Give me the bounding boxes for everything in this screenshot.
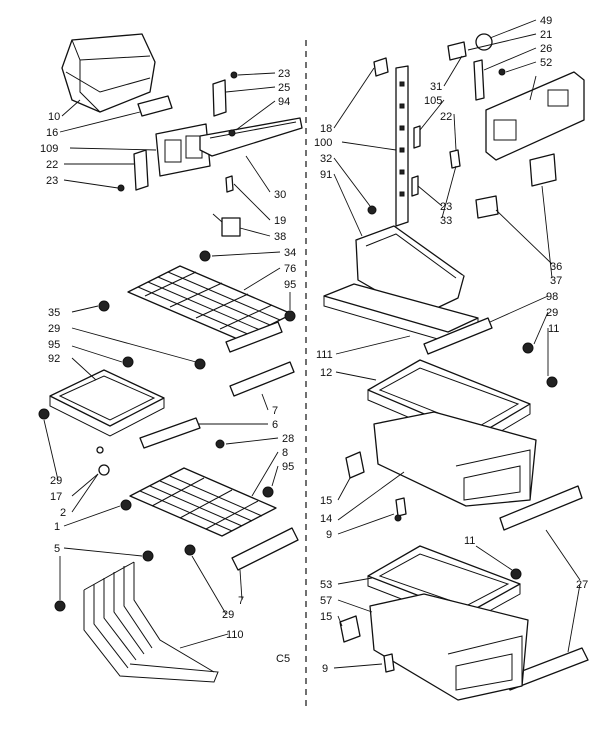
part-top-bracket	[212, 71, 238, 117]
callout-5: 5	[54, 543, 60, 555]
callout-6: 6	[272, 419, 278, 431]
part-crisper-drawer-upper	[373, 411, 537, 507]
callout-25: 25	[278, 82, 290, 94]
callout-52: 52	[540, 57, 552, 69]
part-tray-trim	[423, 317, 493, 355]
callout-1: 1	[54, 521, 60, 533]
callout-29: 29	[222, 609, 234, 621]
part-hinge-bracket-left	[117, 149, 149, 192]
callout-29: 29	[546, 307, 558, 319]
callout-49: 49	[540, 15, 552, 27]
part-glass-shelf	[49, 369, 165, 437]
part-drawer-hardware-lower	[339, 615, 395, 673]
part-drawer-trims	[499, 485, 589, 691]
callout-95: 95	[284, 279, 296, 291]
callout-92: 92	[48, 353, 60, 365]
drawing-code: C5	[276, 653, 290, 665]
callout-53: 53	[320, 579, 332, 591]
callout-27: 27	[576, 579, 588, 591]
callout-31: 31	[430, 81, 442, 93]
callout-7: 7	[272, 405, 278, 417]
callout-34: 34	[284, 247, 296, 259]
callout-22: 22	[440, 111, 452, 123]
callout-37: 37	[550, 275, 562, 287]
callout-100: 100	[314, 137, 332, 149]
part-clips-left-top	[98, 250, 296, 370]
callout-38: 38	[274, 231, 286, 243]
callout-95: 95	[48, 339, 60, 351]
leader-lines	[43, 19, 581, 669]
callout-16: 16	[46, 127, 58, 139]
callout-labels-right: 49 21 26 52 31 105 22 18 100 32 91 23 33…	[314, 15, 588, 675]
part-shelf-trims-left	[139, 321, 295, 449]
callout-35: 35	[48, 307, 60, 319]
callout-15: 15	[320, 495, 332, 507]
part-small-clips-right	[367, 125, 461, 215]
callout-8: 8	[282, 447, 288, 459]
callout-94: 94	[278, 96, 290, 108]
part-wire-shelf-lower	[129, 467, 277, 537]
callout-15: 15	[320, 611, 332, 623]
callout-22: 22	[46, 159, 58, 171]
callout-7: 7	[238, 595, 244, 607]
callout-33: 33	[440, 215, 452, 227]
part-wire-basket	[83, 561, 219, 683]
callout-11: 11	[464, 535, 475, 547]
callout-14: 14	[320, 513, 332, 525]
part-vertical-rail	[373, 57, 409, 227]
callout-29: 29	[48, 323, 60, 335]
callout-32: 32	[320, 153, 332, 165]
callout-9: 9	[322, 663, 328, 675]
callout-23: 23	[46, 175, 58, 187]
part-small-hardware-left	[38, 408, 225, 476]
callout-105: 105	[424, 95, 442, 107]
callout-2: 2	[60, 507, 66, 519]
callout-110: 110	[226, 629, 244, 641]
callout-23: 23	[278, 68, 290, 80]
part-upper-rail	[199, 117, 303, 157]
part-crisper-drawer-lower	[369, 593, 529, 701]
callout-111: 111	[316, 349, 333, 361]
callout-10: 10	[48, 111, 60, 123]
part-lamp-assembly	[447, 33, 506, 101]
part-mount-plate	[212, 175, 241, 237]
callout-26: 26	[540, 43, 552, 55]
callout-21: 21	[540, 29, 552, 41]
callout-29: 29	[50, 475, 62, 487]
callout-12: 12	[320, 367, 332, 379]
part-control-housing	[485, 71, 585, 161]
callout-9: 9	[326, 529, 332, 541]
callout-91: 91	[320, 169, 332, 181]
part-meat-tray	[355, 225, 465, 317]
callout-17: 17	[50, 491, 62, 503]
part-clips-right-top	[522, 342, 558, 388]
part-drawer-hardware-upper	[345, 451, 407, 522]
part-bin-clip	[137, 95, 173, 117]
callout-109: 109	[40, 143, 58, 155]
callout-19: 19	[274, 215, 286, 227]
part-cover-plates	[475, 153, 557, 219]
part-clip-right-bottom	[510, 568, 522, 580]
callout-11: 11	[548, 323, 559, 335]
callout-labels-left: 10 16 109 22 23 23 25 94 30 19 38 34 76 …	[40, 68, 296, 641]
callout-18: 18	[320, 123, 332, 135]
part-door-bin-top	[61, 33, 156, 113]
callout-76: 76	[284, 263, 296, 275]
callout-28: 28	[282, 433, 294, 445]
callout-23: 23	[440, 201, 452, 213]
part-lower-trim	[231, 527, 299, 571]
callout-57: 57	[320, 595, 332, 607]
callout-36: 36	[550, 261, 562, 273]
callout-95: 95	[282, 461, 294, 473]
part-clips-left-bottom	[54, 486, 274, 612]
callout-98: 98	[546, 291, 558, 303]
callout-30: 30	[274, 189, 286, 201]
part-wire-shelf-upper	[127, 265, 293, 341]
